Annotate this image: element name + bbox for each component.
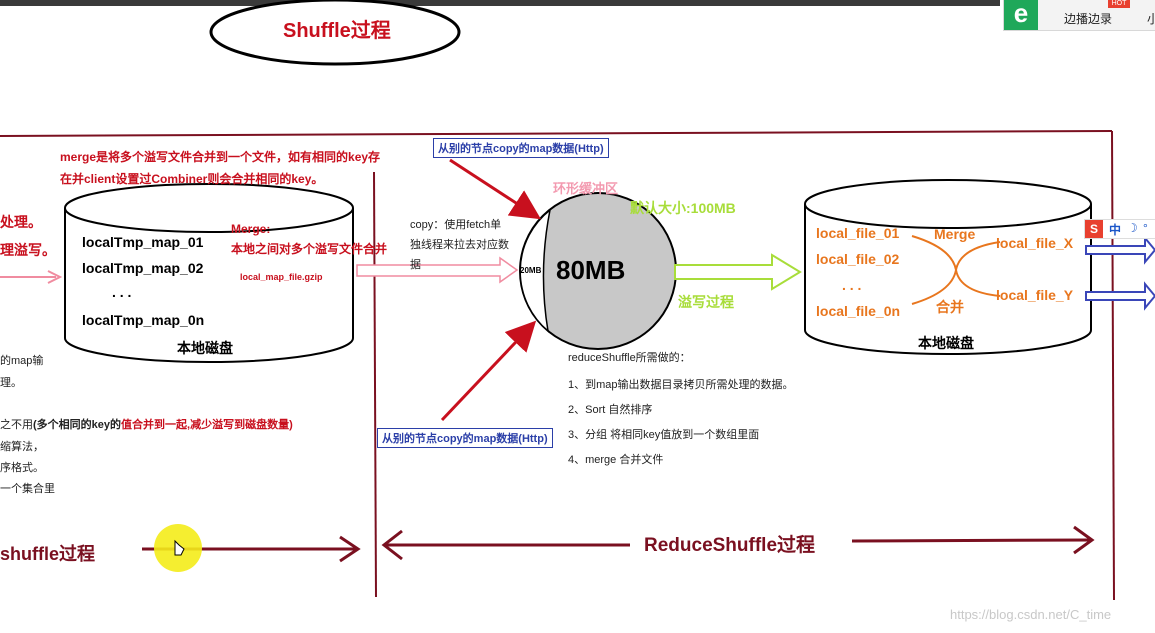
left-merge-title: Merge: xyxy=(231,222,271,236)
record-label[interactable]: 边播边录 xyxy=(1064,12,1113,26)
left-text-4: 理。 xyxy=(0,377,22,389)
left-disk-file-2: localTmp_map_02 xyxy=(82,260,204,276)
left-text-2: 理溢写。 xyxy=(0,242,56,258)
ring-buffer-title: 环形缓冲区 xyxy=(553,181,619,196)
merge-note-line2: 在并client设置过Combiner则会合并相同的key。 xyxy=(60,172,324,186)
copy-desc-1: copy：使用fetch单 xyxy=(410,219,502,231)
left-disk-file-n: localTmp_map_0n xyxy=(82,312,205,328)
copy-desc-2: 独线程来拉去对应数 xyxy=(410,239,509,251)
cursor-hand-icon xyxy=(174,539,185,556)
ring-buffer-used: 20MB xyxy=(520,266,542,275)
sogou-icon[interactable]: S xyxy=(1085,220,1103,238)
pink-arrow-to-buffer xyxy=(356,256,519,284)
left-text-5: 之不用(多个相同的key的值合并到一起,减少溢写到磁盘数量) xyxy=(0,416,293,432)
left-disk-cylinder xyxy=(64,183,354,363)
output-arrow-y xyxy=(1085,281,1155,311)
pink-arrow-left-in xyxy=(0,270,63,284)
ring-buffer-default: 默认大小:100MB xyxy=(630,200,736,216)
frame-top xyxy=(0,130,1113,137)
merge-note-line1: merge是将多个溢写文件合并到一个文件，如有相同的key存 xyxy=(60,150,381,164)
frame-divider xyxy=(373,171,377,598)
reduce-step-2: 2、Sort 自然排序 xyxy=(568,404,653,416)
gzip-file: local_map_file.gzip xyxy=(240,272,323,282)
right-out-x: local_file_X xyxy=(996,235,1074,251)
moon-icon[interactable]: ☽ xyxy=(1127,221,1138,235)
left-disk-label: 本地磁盘 xyxy=(177,340,233,356)
right-combine-label: 合并 xyxy=(936,299,964,315)
merge-curves xyxy=(911,235,1001,305)
record-label-2: 小 xyxy=(1147,12,1155,26)
right-out-y: local_file_Y xyxy=(996,287,1074,303)
hot-badge: HOT xyxy=(1108,0,1130,8)
bottom-left-label: shuffle过程 xyxy=(0,544,96,564)
left-text-5-bold: (多个相同的key的 xyxy=(33,419,122,431)
copy-desc-3: 据 xyxy=(410,259,421,271)
reduce-steps-title: reduceShuffle所需做的： xyxy=(568,352,691,364)
left-text-8: 一个集合里 xyxy=(0,483,55,495)
reduce-step-4: 4、merge 合并文件 xyxy=(568,454,664,466)
window-top-bar xyxy=(0,0,1000,6)
spill-arrow xyxy=(674,253,802,291)
left-text-7: 序格式。 xyxy=(0,462,44,474)
left-text-5-tail: ,减少溢写到磁盘数量) xyxy=(187,419,293,431)
page-title: Shuffle过程 xyxy=(283,20,391,42)
left-text-5-red: 值合并到一起 xyxy=(121,419,188,431)
reduce-step-1: 1、到map输出数据目录拷贝所需处理的数据。 xyxy=(568,379,794,391)
right-disk-cylinder xyxy=(804,179,1092,355)
left-text-5-prefix: 之不用 xyxy=(0,419,33,431)
left-disk-dots: . . . xyxy=(112,284,132,300)
copy-arrow-bottom xyxy=(440,320,537,422)
title-ellipse xyxy=(209,0,461,66)
ime-chinese-mode[interactable]: 中 xyxy=(1109,223,1122,237)
bottom-right-arrow xyxy=(381,525,1095,561)
left-text-6: 缩算法， xyxy=(0,441,44,453)
bottom-right-label: ReduceShuffle过程 xyxy=(644,535,816,556)
right-disk-file-2: local_file_02 xyxy=(816,251,900,267)
right-disk-file-1: local_file_01 xyxy=(816,225,900,241)
left-merge-desc: 本地之间对多个溢写文件合并 xyxy=(231,242,388,256)
copy-arrow-top xyxy=(449,158,542,220)
right-disk-label: 本地磁盘 xyxy=(918,335,974,351)
right-disk-dots: . . . xyxy=(842,277,862,293)
right-disk-file-n: local_file_0n xyxy=(816,303,901,319)
e-logo-icon: e xyxy=(1004,0,1038,30)
frame-right xyxy=(1111,130,1115,601)
watermark: https://blog.csdn.net/C_time xyxy=(950,607,1112,622)
reduce-step-3: 3、分组 将相同key值放到一个数组里面 xyxy=(568,429,760,441)
ring-buffer-size: 80MB xyxy=(556,255,626,285)
copy-label-top: 从别的节点copy的map数据(Http) xyxy=(433,138,609,158)
record-widget[interactable]: e HOT 边播边录 小 xyxy=(1003,0,1155,31)
right-merge-label: Merge xyxy=(934,226,976,242)
punctuation-icon[interactable]: ° xyxy=(1143,221,1148,235)
left-text-1: 处理。 xyxy=(0,214,42,230)
spill-label: 溢写过程 xyxy=(678,294,734,310)
left-text-3: 的map输 xyxy=(0,355,44,367)
ime-toolbar[interactable]: S 中 ☽ ° xyxy=(1084,219,1155,239)
left-disk-file-1: localTmp_map_01 xyxy=(82,234,204,250)
output-arrow-x xyxy=(1085,235,1155,265)
copy-label-bottom: 从别的节点copy的map数据(Http) xyxy=(377,428,553,448)
